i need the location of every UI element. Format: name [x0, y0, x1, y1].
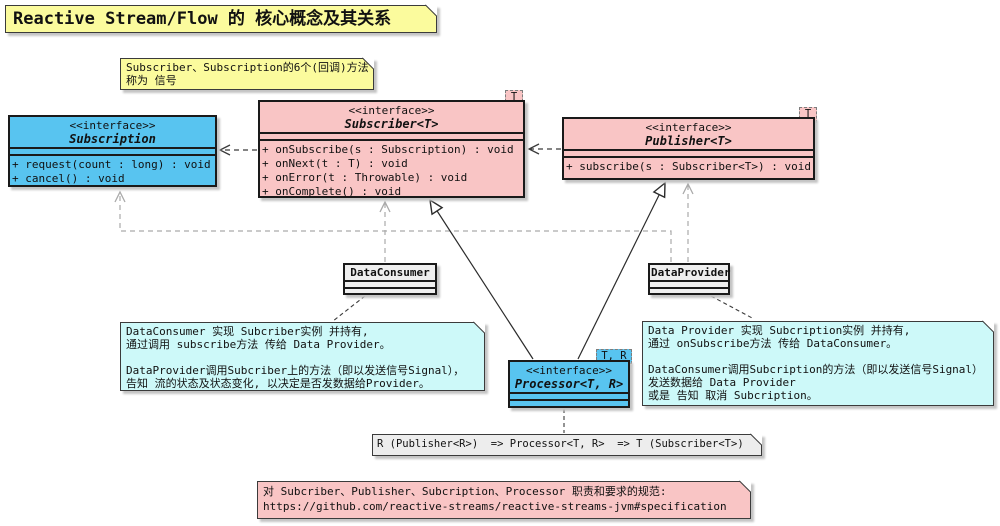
class-header: <<interface>> Publisher<T> — [564, 119, 813, 151]
note-line: 发送数据给 Data Provider — [648, 376, 796, 389]
method: + onNext(t : T) : void — [262, 157, 408, 170]
note-line — [126, 351, 479, 364]
class-header: DataProvider — [650, 265, 731, 282]
fields-compartment — [10, 149, 215, 156]
class-box-publisher: <<interface>> Publisher<T> + subscribe(s… — [562, 117, 815, 180]
fields-compartment — [260, 134, 523, 141]
note-link-dataprovider — [710, 295, 755, 320]
method: + onSubscribe(s : Subscription) : void — [262, 143, 514, 156]
class-box-dataconsumer: DataConsumer — [343, 263, 437, 295]
note-line: 通过调用 subscribe方法 传给 Data Provider。 — [126, 338, 391, 351]
note-line: DataConsumer调用Subcription的方法（即以发送信号Signa… — [648, 363, 984, 376]
fields-compartment — [345, 282, 435, 289]
method: + cancel() : void — [12, 172, 125, 185]
method: + request(count : long) : void — [12, 158, 211, 171]
note-line: 通过 onSubscribe方法 传给 DataConsumer。 — [648, 337, 898, 350]
method: + subscribe(s : Subscriber<T>) : void — [566, 160, 812, 173]
note-line: 对 Subcriber、Publisher、Subcription、Proces… — [263, 485, 667, 498]
diagram-title-note: Reactive Stream/Flow 的 核心概念及其关系 — [5, 5, 437, 33]
note-line: Data Provider 实现 Subcription实例 并持有, — [648, 324, 911, 337]
diagram-title: Reactive Stream/Flow 的 核心概念及其关系 — [13, 9, 392, 29]
class-box-processor: <<interface>> Processor<T, R> — [508, 360, 630, 408]
generalization-processor-to-publisher — [577, 181, 666, 360]
note-line — [648, 350, 988, 363]
note-line: https://github.com/reactive-streams/reac… — [263, 500, 727, 513]
transform-note: R (Publisher<R>) => Processor<T, R> => T… — [372, 434, 762, 456]
class-header: <<interface>> Subscription — [10, 117, 215, 149]
methods-compartment: + request(count : long) : void + cancel(… — [10, 156, 215, 189]
methods-compartment: + subscribe(s : Subscriber<T>) : void — [564, 158, 813, 177]
method: + onComplete() : void — [262, 185, 402, 198]
class-name: Subscriber<T> — [344, 117, 439, 131]
consumer-note: DataConsumer 实现 Subcriber实例 并持有, 通过调用 su… — [120, 322, 485, 391]
stereotype-label: <<interface>> — [525, 364, 613, 377]
note-line: 或是 告知 取消 Subcription。 — [648, 389, 818, 402]
class-name: Publisher<T> — [645, 134, 732, 148]
stereotype-label: <<interface>> — [348, 104, 435, 117]
note-link-dataconsumer — [332, 295, 366, 322]
fields-compartment — [564, 151, 813, 158]
methods-compartment: + onSubscribe(s : Subscription) : void +… — [260, 141, 523, 202]
fields-compartment — [650, 282, 728, 289]
class-box-dataprovider: DataProvider — [648, 263, 730, 295]
class-name: DataProvider — [651, 266, 731, 279]
class-name: Subscription — [69, 132, 156, 146]
signal-note: Subscriber、Subscription的6个(回调)方法 称为 信号 — [120, 58, 374, 90]
stereotype-label: <<interface>> — [69, 119, 156, 132]
class-box-subscriber: <<interface>> Subscriber<T> + onSubscrib… — [258, 100, 525, 198]
stereotype-label: <<interface>> — [645, 121, 732, 134]
signal-note-line: Subscriber、Subscription的6个(回调)方法 — [126, 61, 369, 74]
methods-compartment — [345, 289, 435, 296]
spec-note: 对 Subcriber、Publisher、Subcription、Proces… — [257, 481, 751, 519]
note-line: DataProvider调用Subcriber上的方法（即以发送信号Signal… — [126, 364, 465, 377]
methods-compartment — [650, 289, 728, 296]
class-name: Processor<T, R> — [514, 377, 624, 391]
class-header: <<interface>> Subscriber<T> — [260, 102, 523, 134]
signal-note-line: 称为 信号 — [126, 74, 177, 87]
note-line: R (Publisher<R>) => Processor<T, R> => T… — [377, 438, 744, 450]
fields-compartment — [510, 394, 628, 401]
class-box-subscription: <<interface>> Subscription + request(cou… — [8, 115, 217, 187]
class-header: DataConsumer — [345, 265, 435, 282]
provider-note: Data Provider 实现 Subcription实例 并持有, 通过 o… — [642, 321, 994, 406]
class-header: <<interface>> Processor<T, R> — [510, 362, 628, 394]
note-line: 告知 流的状态及状态变化, 以决定是否发数据给Provider。 — [126, 377, 430, 390]
generalization-processor-to-subscriber — [429, 198, 534, 360]
dependency-dataprovider-to-subscription — [114, 190, 672, 262]
note-line: DataConsumer 实现 Subcriber实例 并持有, — [126, 325, 369, 338]
methods-compartment — [510, 401, 628, 408]
class-name: DataConsumer — [350, 266, 430, 279]
method: + onError(t : Throwable) : void — [262, 171, 468, 184]
